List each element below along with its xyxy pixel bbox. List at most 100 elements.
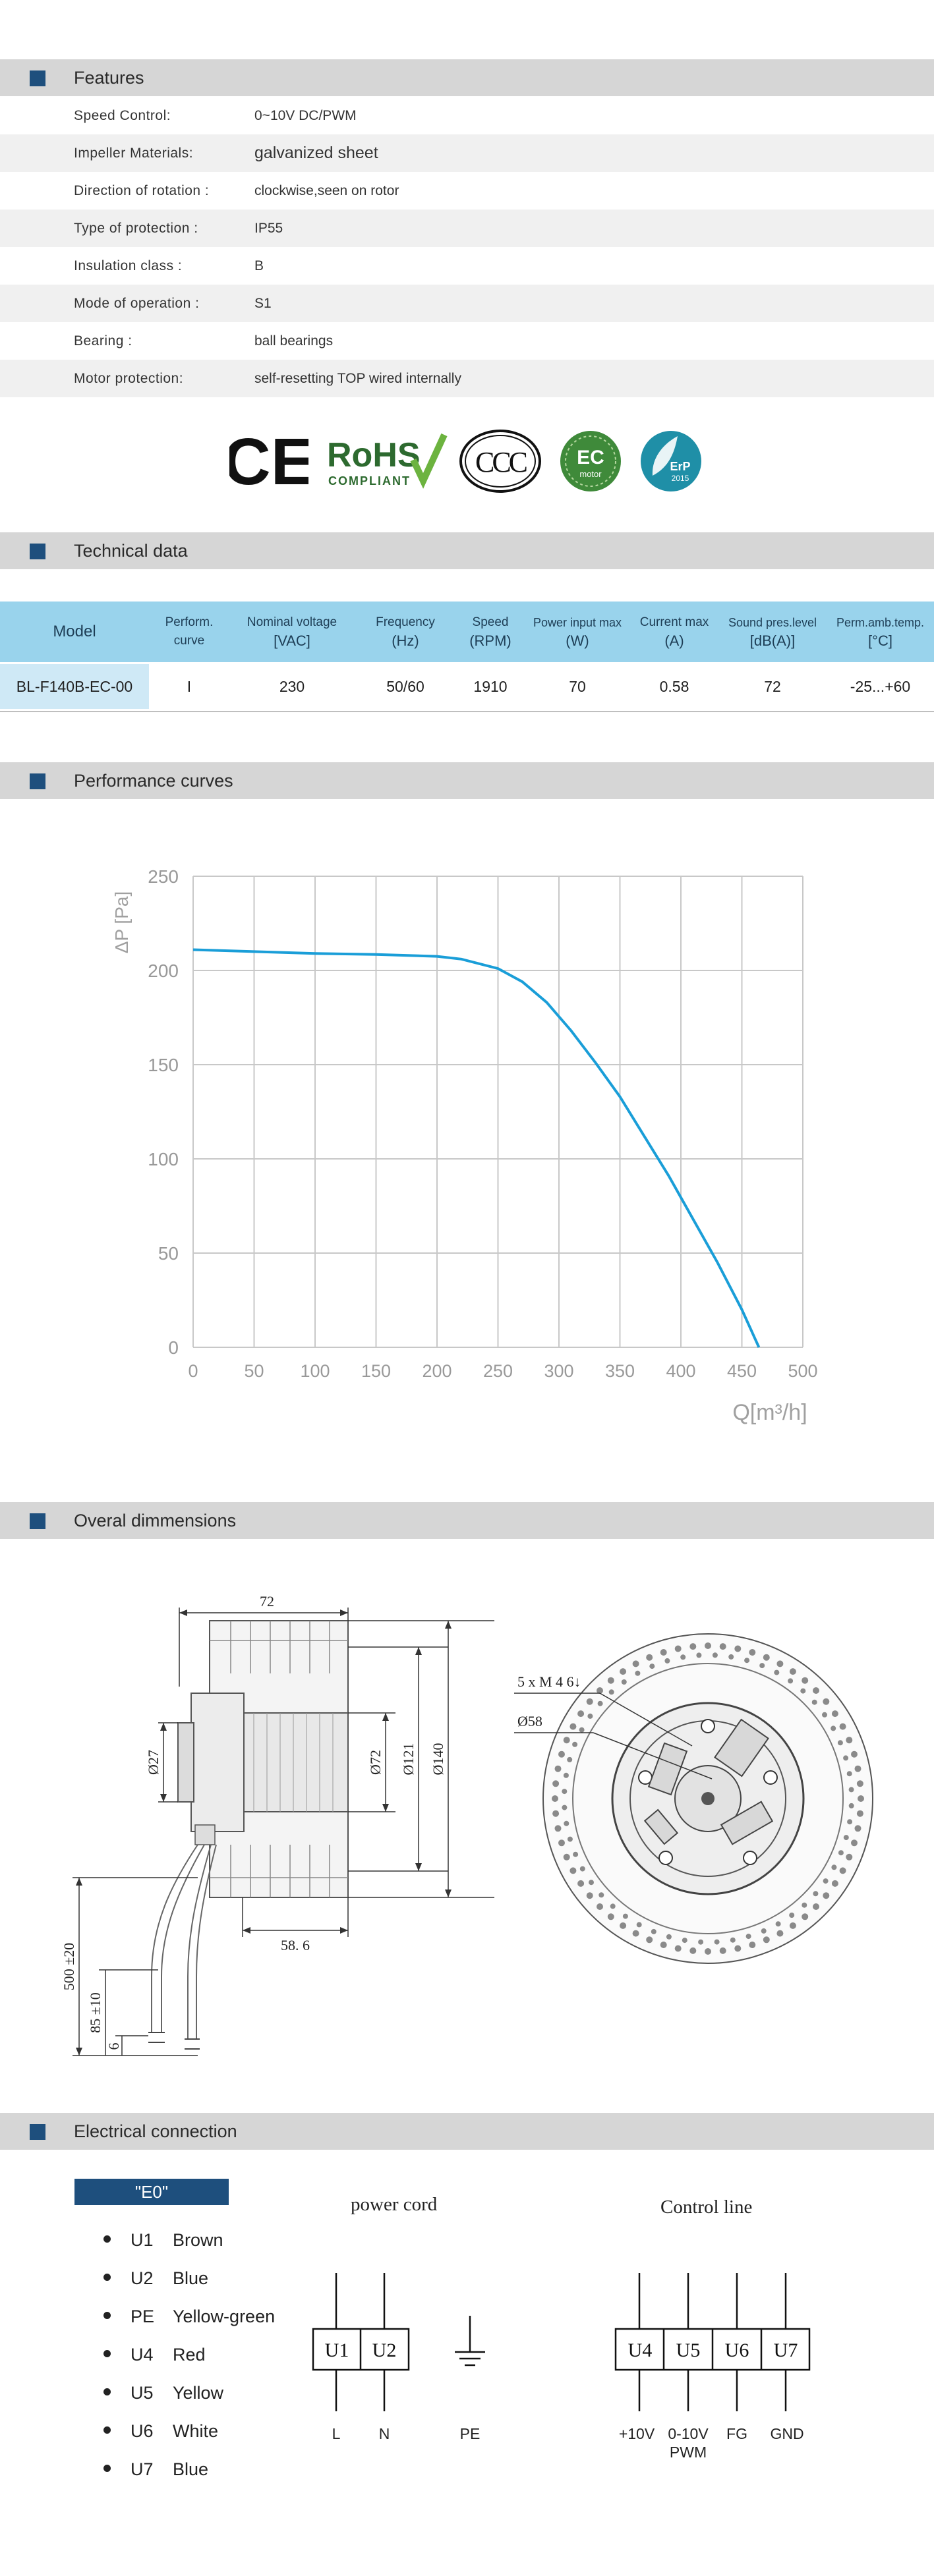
bullet-icon <box>103 2235 111 2243</box>
feature-value: IP55 <box>254 221 283 236</box>
feature-row: Mode of operation : S1 <box>0 285 934 322</box>
terminal-u6: U6 <box>725 2339 749 2361</box>
dimensions-title: Overal dimmensions <box>74 1511 237 1530</box>
dim-6: 6 <box>105 2043 122 2050</box>
control-line-title: Control line <box>660 2197 753 2218</box>
section-marker <box>30 1513 45 1529</box>
label-gnd: GND <box>770 2425 803 2442</box>
ec-sub: motor <box>579 469 602 479</box>
dim-121: Ø121 <box>400 1743 417 1776</box>
label-0-10v: 0-10V <box>668 2425 709 2442</box>
section-marker <box>30 70 45 86</box>
col-header-sound: Sound pres.level [dB(A)] <box>720 602 825 662</box>
cell-voltage: 230 <box>279 678 305 695</box>
section-marker <box>30 544 45 559</box>
terminal-u5: U5 <box>676 2339 701 2361</box>
col-header-temp: Perm.amb.temp. [°C] <box>827 602 934 662</box>
dim-screws: 5 x M 4 6↓ <box>517 1673 581 1690</box>
table-bottom-rule <box>0 711 934 712</box>
section-marker <box>30 2124 45 2140</box>
rohs-mark: RoHS <box>327 436 421 474</box>
cell-temp: -25...+60 <box>850 678 911 695</box>
bullet-icon <box>103 2465 111 2473</box>
y-axis-label: ΔP [Pa] <box>111 891 132 953</box>
features-title: Features <box>74 68 144 88</box>
ce-logo: CE <box>229 428 308 494</box>
feature-row: Bearing : ball bearings <box>0 322 934 360</box>
cell-frequency: 50/60 <box>386 678 424 695</box>
col-header-current: Current max (A) <box>630 602 718 662</box>
feature-label: Speed Control: <box>74 108 171 123</box>
y-tick-label: 200 <box>148 961 179 981</box>
feature-row: Insulation class : B <box>0 247 934 285</box>
cell-power: 70 <box>569 678 586 695</box>
motor-housing <box>190 1693 245 1832</box>
x-tick-label: 400 <box>666 1361 695 1381</box>
x-tick-label: 450 <box>727 1361 757 1381</box>
feature-value: ball bearings <box>254 333 334 349</box>
feature-value: self-resetting TOP wired internally <box>254 371 461 386</box>
screw-icon <box>638 1719 778 1865</box>
ec-mark: EC <box>577 447 604 468</box>
label-pe: PE <box>460 2425 481 2442</box>
rohs-logo: RoHS COMPLIANT <box>327 433 448 489</box>
dimension-lines <box>73 1608 494 2056</box>
cell-curve: I <box>187 678 192 695</box>
y-tick-label: 250 <box>148 866 179 887</box>
erp-mark: ErP <box>670 460 690 473</box>
rohs-sub: COMPLIANT <box>328 474 411 488</box>
col-header-curve: Perform. curve <box>150 602 228 662</box>
motor-rotor <box>242 1712 349 1812</box>
bullet-icon <box>103 2350 111 2358</box>
feature-value: 0~10V DC/PWM <box>254 108 357 123</box>
connection-code-badge: "E0" <box>74 2179 229 2205</box>
x-tick-label: 150 <box>361 1361 391 1381</box>
terminal-u7: U7 <box>774 2339 798 2361</box>
front-view-drawing: 5 x M 4 6↓ Ø58 <box>514 1633 873 1964</box>
ccc-logo: CCC <box>459 430 541 493</box>
feature-row: Motor protection: self-resetting TOP wir… <box>0 360 934 397</box>
feature-label: Mode of operation : <box>74 296 200 311</box>
feature-row: Type of protection : IP55 <box>0 210 934 247</box>
performance-header: Performance curves <box>0 762 934 799</box>
x-tick-label: 100 <box>300 1361 330 1381</box>
section-marker <box>30 773 45 789</box>
side-view-drawing: 72 Ø140 Ø121 Ø72 Ø27 58. 6 500 ±20 85 ±1… <box>61 1593 494 2056</box>
col-header-frequency: Frequency (Hz) <box>356 602 455 662</box>
technical-title: Technical data <box>74 541 188 561</box>
terminal-u2: U2 <box>372 2339 397 2361</box>
y-tick-label: 100 <box>148 1149 179 1169</box>
dim-85: 85 ±10 <box>87 1992 103 2033</box>
ce-mark: CE <box>229 428 308 494</box>
ec-motor-logo: EC motor <box>560 431 621 491</box>
dim-500: 500 ±20 <box>61 1943 77 1991</box>
bullet-icon <box>103 2274 111 2282</box>
chart-grid <box>192 876 803 1348</box>
cell-model: BL-F140B-EC-00 <box>16 678 133 695</box>
x-tick-label: 0 <box>188 1361 198 1381</box>
check-icon <box>410 433 448 489</box>
ccc-mark: CCC <box>475 446 527 478</box>
feature-value: S1 <box>254 296 272 311</box>
feature-row: Direction of rotation : clockwise,seen o… <box>0 172 934 210</box>
y-tick-label: 0 <box>168 1337 179 1358</box>
feature-label: Type of protection : <box>74 221 198 236</box>
feature-label: Motor protection: <box>74 371 184 386</box>
dim-72-dia: Ø72 <box>367 1750 384 1775</box>
erp-year: 2015 <box>672 474 689 483</box>
label-l: L <box>332 2425 341 2442</box>
leaf-icon <box>652 436 678 476</box>
cell-current: 0.58 <box>659 678 689 695</box>
label-pwm: PWM <box>670 2444 707 2461</box>
model-cell-bg <box>0 664 149 709</box>
feature-value: B <box>254 258 264 273</box>
dimensions-header: Overal dimmensions <box>0 1502 934 1539</box>
feature-label: Insulation class : <box>74 258 183 273</box>
